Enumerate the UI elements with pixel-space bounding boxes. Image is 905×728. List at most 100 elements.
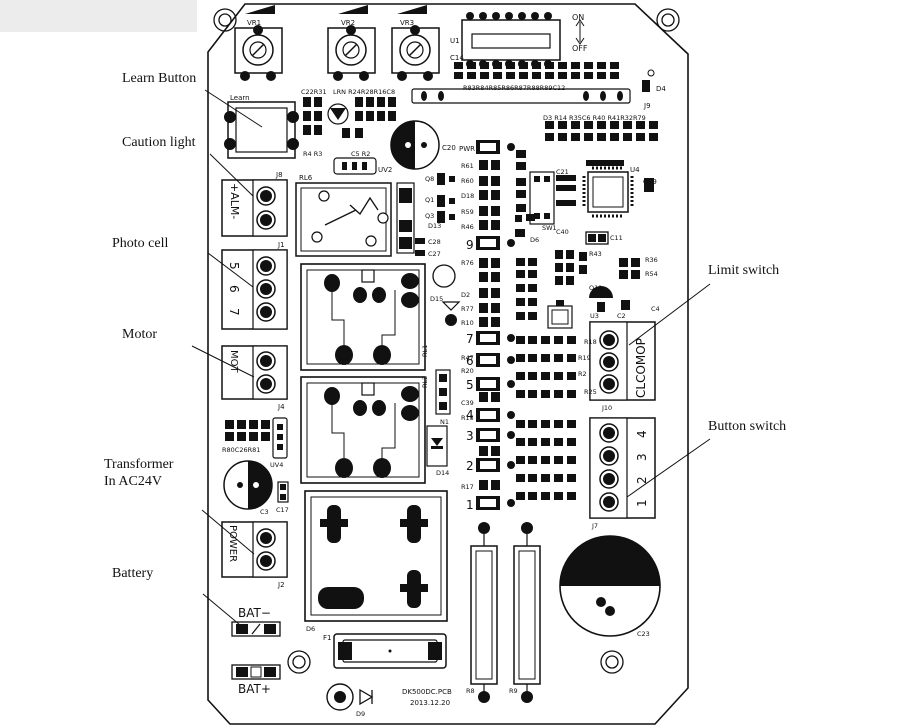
label-d4: D4 <box>656 85 666 93</box>
transistors-q <box>437 173 455 223</box>
led-d9 <box>326 683 374 711</box>
label-d18: D18 <box>461 192 474 200</box>
potentiometer-vr2 <box>327 5 376 81</box>
label-r76: R76 <box>461 259 474 267</box>
connector-j8 <box>221 179 288 237</box>
led-d15 <box>432 264 456 288</box>
label-off: OFF <box>572 44 588 53</box>
label-rl6: RL6 <box>299 174 313 182</box>
connector-j2 <box>221 521 288 578</box>
label-c3: C3 <box>260 508 269 516</box>
label-top-resistors: R83R84R85R86R87R88R89C12 <box>463 84 565 92</box>
potentiometer-vr1 <box>234 5 283 81</box>
label-r46: R46 <box>461 223 474 231</box>
label-r10: R10 <box>461 319 474 327</box>
led-indicator-column <box>476 140 515 510</box>
label-sw1: SW1 <box>542 224 557 232</box>
label-j2: J2 <box>277 581 285 589</box>
leader-lines <box>191 89 711 626</box>
label-n1: N1 <box>440 418 449 426</box>
label-r60: R60 <box>461 177 474 185</box>
smd-resistor-array-top <box>454 62 619 79</box>
ic-u3 <box>547 300 573 329</box>
callout-transformer-line1: Transformer <box>104 457 174 472</box>
label-r47: R47 <box>461 354 474 362</box>
label-bat-plus: BAT+ <box>238 682 271 696</box>
capacitor-c3 <box>223 460 273 510</box>
capacitor-c20 <box>390 120 440 170</box>
label-q3: Q3 <box>425 212 434 220</box>
fuse-f1 <box>333 633 447 669</box>
label-rl2: RL2 <box>421 376 429 388</box>
label-lrn-row: LRN R24R28R16C8 <box>333 88 395 96</box>
ic-u4 <box>582 160 654 218</box>
label-vr2: VR2 <box>341 19 355 27</box>
relay-rl2 <box>300 263 426 371</box>
label-uv4: UV4 <box>270 461 283 469</box>
label-r9: R9 <box>509 687 518 695</box>
label-r54: R54 <box>645 270 658 278</box>
label-u3: U3 <box>590 312 599 320</box>
label-pcb-name: DK500DC.PCB <box>402 688 452 696</box>
label-j7-pin2: 2 <box>635 476 649 484</box>
label-on: ON <box>572 13 584 22</box>
callout-caution-light: Caution light <box>122 135 196 150</box>
label-r36: R36 <box>645 256 658 264</box>
label-d15: D15 <box>430 295 443 303</box>
transistor-q11 <box>589 286 613 312</box>
label-c2: C2 <box>617 312 626 320</box>
label-c40: C40 <box>556 228 569 236</box>
smd-cluster-learn <box>303 97 396 138</box>
callout-motor: Motor <box>122 327 157 342</box>
label-led-2: 2 <box>466 459 474 473</box>
header-j9 <box>411 69 655 104</box>
label-c23: C23 <box>637 630 650 638</box>
power-resistor-r9 <box>513 522 541 703</box>
label-rl1: RL1 <box>421 345 429 357</box>
connector-j10 <box>589 321 656 401</box>
battery-pad-plus <box>231 664 281 680</box>
transformer-block <box>304 490 448 622</box>
capacitor-c23 <box>559 535 661 637</box>
label-led-3: 3 <box>466 429 474 443</box>
label-j7: J7 <box>591 522 598 530</box>
callout-button-switch: Button switch <box>708 419 787 434</box>
diode-d13 <box>396 182 425 256</box>
label-r17: R17 <box>461 483 474 491</box>
label-bat-minus: BAT− <box>238 606 271 620</box>
uv4-component <box>272 417 288 459</box>
label-u1: U1 <box>450 37 460 45</box>
label-r19: R19 <box>578 354 591 362</box>
label-d6: D6 <box>530 236 539 244</box>
label-r61: R61 <box>461 162 474 170</box>
label-q8: Q8 <box>425 175 434 183</box>
learn-button-component <box>224 101 299 159</box>
label-learn: Learn <box>230 94 250 102</box>
smd-resistor-array-right <box>545 121 658 141</box>
label-c27: C27 <box>428 250 441 258</box>
label-pcb-date: 2013.12.20 <box>410 699 450 707</box>
label-j7-pin1: 1 <box>635 499 649 507</box>
potentiometer-vr3 <box>391 5 440 81</box>
label-j7-pin3: 3 <box>635 453 649 461</box>
relay-rl1 <box>300 376 426 484</box>
connector-j4 <box>221 345 288 400</box>
label-mot: MOT <box>228 350 239 373</box>
power-resistor-r8 <box>470 522 498 703</box>
label-c14: C14 <box>450 54 464 62</box>
label-c11: C11 <box>610 234 623 242</box>
label-r80-row: R80C26R81 <box>222 446 260 454</box>
label-d9: D9 <box>356 710 365 718</box>
label-j9: J9 <box>643 102 651 110</box>
label-r8: R8 <box>466 687 475 695</box>
top-left-gray-bar <box>0 0 197 32</box>
label-c19: C19 <box>643 178 657 186</box>
label-r43: R43 <box>589 250 602 258</box>
label-uv2: UV2 <box>378 166 392 174</box>
label-led-5: 5 <box>466 378 474 392</box>
label-power: POWER <box>227 525 238 562</box>
label-led-9: 9 <box>466 238 474 252</box>
label-j4: J4 <box>277 403 285 411</box>
mounting-hole-top-right <box>656 8 680 32</box>
label-q11: Q11 <box>589 284 602 292</box>
